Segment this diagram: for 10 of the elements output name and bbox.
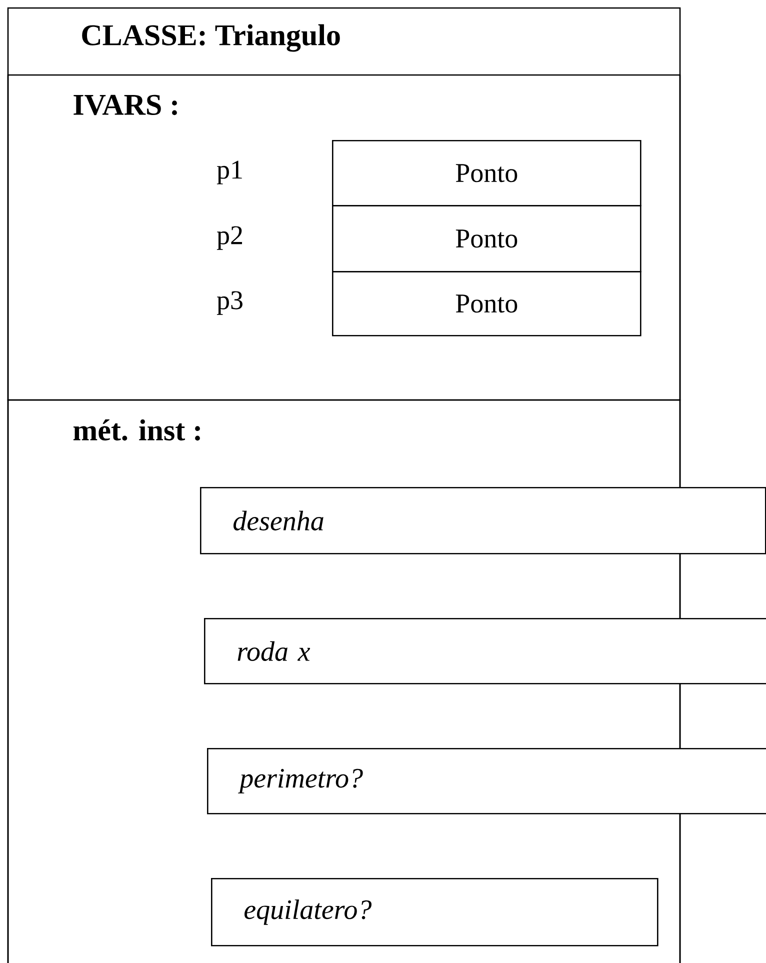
field-cell: Ponto bbox=[332, 271, 642, 336]
variable-name: p1 bbox=[216, 160, 242, 184]
variable-name: p3 bbox=[216, 291, 242, 315]
method-box: perimetro? bbox=[207, 748, 766, 814]
field-cell: Ponto bbox=[332, 140, 642, 206]
method-box: roda x bbox=[204, 618, 766, 684]
field-cell: Ponto bbox=[332, 205, 642, 272]
variable-name: p2 bbox=[216, 226, 242, 250]
method-box: desenha bbox=[200, 487, 766, 554]
method-box: equilatero? bbox=[211, 878, 658, 946]
